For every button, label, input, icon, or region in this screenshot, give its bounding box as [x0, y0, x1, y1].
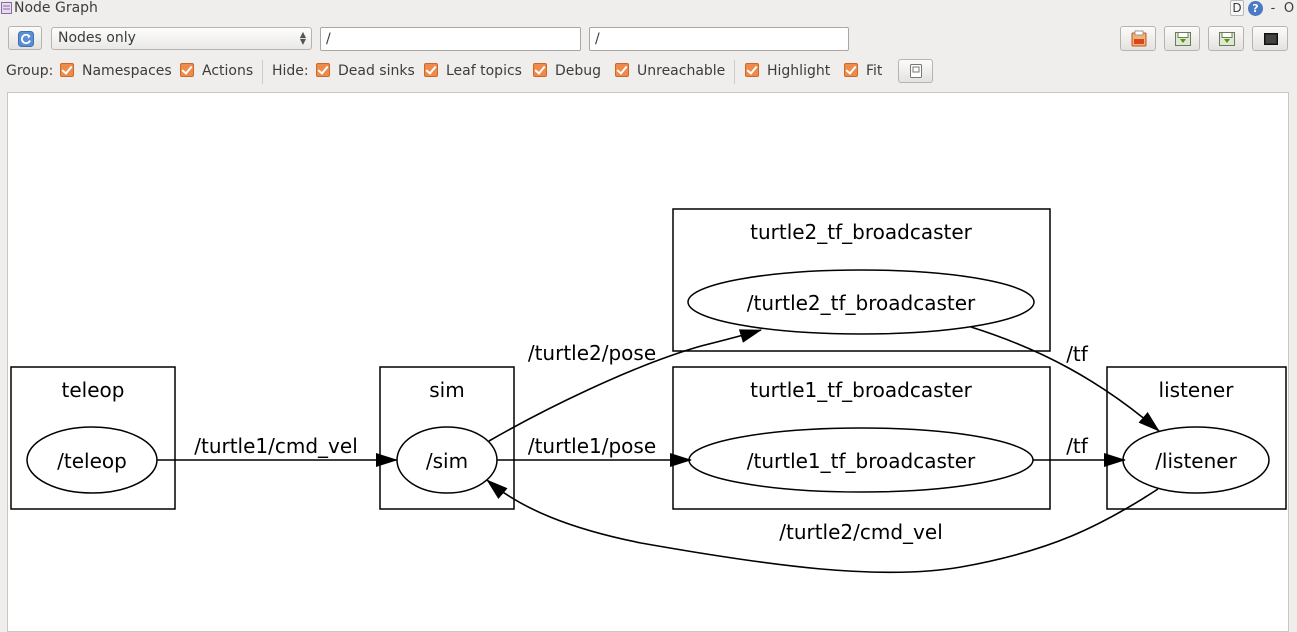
- open-dot-button[interactable]: [1120, 26, 1156, 51]
- window-title: Node Graph: [14, 0, 98, 16]
- unreachable-checkbox[interactable]: [615, 63, 629, 77]
- cluster-label: turtle1_tf_broadcaster: [750, 378, 973, 402]
- cluster-teleop[interactable]: teleop: [10, 366, 176, 510]
- minimize-button[interactable]: -: [1270, 0, 1276, 16]
- cluster-turtle2-tf-broadcaster[interactable]: turtle2_tf_broadcaster: [672, 208, 1051, 352]
- edge-turtle1-cmd-vel[interactable]: /turtle1/cmd_vel: [157, 434, 398, 467]
- node-label: /turtle1_tf_broadcaster: [747, 449, 976, 473]
- node-label: /turtle2_tf_broadcaster: [747, 291, 976, 315]
- window-controls: D ? - O: [1230, 0, 1295, 16]
- node-listener[interactable]: /listener: [1122, 426, 1270, 494]
- edge-label: /turtle1/cmd_vel: [194, 434, 358, 458]
- cluster-label: sim: [429, 378, 464, 402]
- save-image-small-button[interactable]: [898, 59, 933, 83]
- edge-turtle2-pose[interactable]: /turtle2/pose: [488, 329, 762, 442]
- dead-sinks-checkbox[interactable]: [316, 63, 330, 77]
- leaf-topics-label[interactable]: Leaf topics: [446, 63, 522, 79]
- screenshot-icon: [1264, 33, 1278, 45]
- cluster-label: teleop: [62, 378, 125, 402]
- actions-checkbox[interactable]: [180, 63, 194, 77]
- cluster-turtle1-tf-broadcaster[interactable]: turtle1_tf_broadcaster: [672, 366, 1051, 510]
- separator: [734, 60, 735, 84]
- node-label: /sim: [426, 449, 468, 473]
- options-bar: Group: Namespaces Actions Hide: Dead sin…: [0, 60, 1297, 84]
- save-image-icon: [1219, 32, 1235, 46]
- open-icon: [1131, 30, 1147, 47]
- spin-arrows-icon: ▲▼: [299, 30, 306, 46]
- hide-label: Hide:: [272, 63, 309, 79]
- debug-checkbox[interactable]: [533, 63, 547, 77]
- save-image-button[interactable]: [1208, 26, 1244, 51]
- node-label: /listener: [1155, 449, 1237, 473]
- edge-label: /tf: [1066, 342, 1089, 366]
- edge-label: /turtle2/pose: [528, 341, 656, 365]
- graph-canvas[interactable]: teleop sim turtle2_tf_broadcaster turtle…: [7, 92, 1289, 632]
- refresh-icon: [18, 31, 34, 47]
- group-label: Group:: [6, 63, 54, 79]
- title-bar: Node Graph D ? - O: [0, 0, 1297, 17]
- edge-label: /tf: [1066, 434, 1089, 458]
- save-icon: [910, 64, 922, 78]
- topic-filter-input[interactable]: /: [589, 27, 849, 51]
- save-dot-icon: [1175, 32, 1191, 46]
- edge-label: /turtle1/pose: [528, 434, 656, 458]
- edge-tf-turtle1[interactable]: /tf: [1033, 434, 1126, 467]
- cluster-label: turtle2_tf_broadcaster: [750, 220, 973, 244]
- edge-turtle1-pose[interactable]: /turtle1/pose: [497, 434, 692, 467]
- fit-label[interactable]: Fit: [866, 63, 883, 79]
- separator: [262, 60, 263, 84]
- highlight-checkbox[interactable]: [745, 63, 759, 77]
- actions-label[interactable]: Actions: [202, 63, 254, 79]
- node-sim[interactable]: /sim: [396, 426, 498, 494]
- node-teleop[interactable]: /teleop: [26, 426, 158, 494]
- debug-label[interactable]: Debug: [555, 63, 602, 79]
- graph-type-select[interactable]: Nodes only ▲▼: [51, 27, 312, 50]
- edge-turtle2-cmd-vel[interactable]: /turtle2/cmd_vel: [486, 479, 1159, 574]
- unreachable-label[interactable]: Unreachable: [637, 63, 726, 79]
- namespace-filter-input[interactable]: /: [320, 27, 581, 51]
- cluster-label: listener: [1159, 378, 1235, 402]
- namespaces-checkbox[interactable]: [60, 63, 74, 77]
- close-button[interactable]: O: [1283, 0, 1295, 16]
- leaf-topics-checkbox[interactable]: [424, 63, 438, 77]
- dead-sinks-label[interactable]: Dead sinks: [338, 63, 415, 79]
- help-icon[interactable]: ?: [1248, 0, 1263, 16]
- graph-type-value: Nodes only: [58, 30, 136, 46]
- namespaces-label[interactable]: Namespaces: [82, 63, 172, 79]
- screenshot-button[interactable]: [1252, 26, 1288, 51]
- edge-label: /turtle2/cmd_vel: [779, 520, 943, 544]
- app-icon: [1, 2, 12, 14]
- dock-button[interactable]: D: [1230, 0, 1244, 16]
- node-label: /teleop: [57, 449, 127, 473]
- fit-checkbox[interactable]: [844, 63, 858, 77]
- refresh-button[interactable]: [8, 26, 42, 50]
- edge-tf-turtle2[interactable]: /tf: [970, 326, 1160, 432]
- node-graph: teleop sim turtle2_tf_broadcaster turtle…: [10, 208, 1287, 574]
- save-dot-button[interactable]: [1164, 26, 1200, 51]
- node-turtle1-tf-broadcaster[interactable]: /turtle1_tf_broadcaster: [688, 427, 1034, 493]
- cluster-sim[interactable]: sim: [379, 366, 515, 510]
- cluster-listener[interactable]: listener: [1106, 366, 1287, 510]
- highlight-label[interactable]: Highlight: [767, 63, 831, 79]
- node-turtle2-tf-broadcaster[interactable]: /turtle2_tf_broadcaster: [687, 269, 1035, 335]
